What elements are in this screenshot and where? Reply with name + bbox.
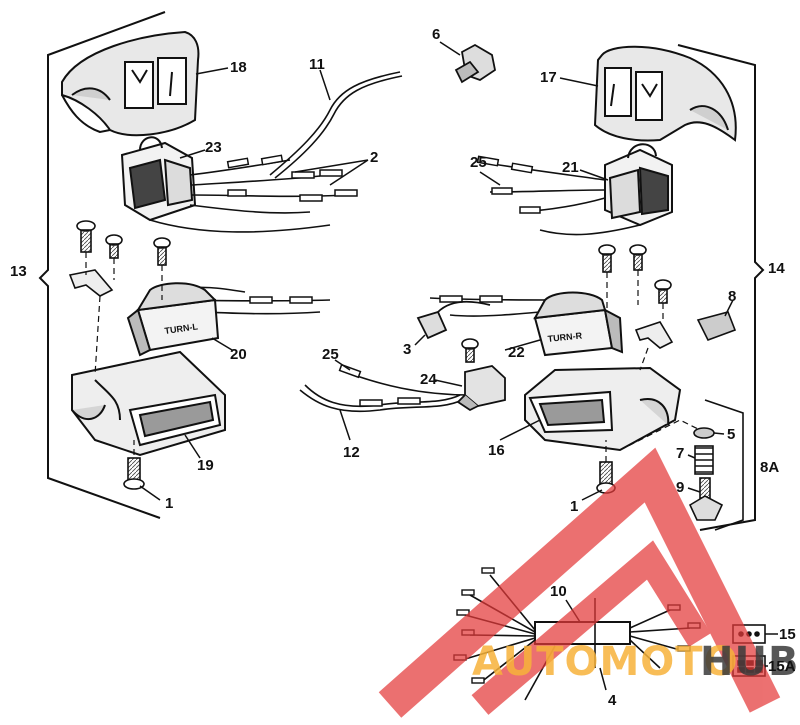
turn-left-marking: TURN-L: [164, 321, 199, 336]
callout-2: 2: [370, 149, 379, 166]
screws: [76, 220, 672, 494]
switch-assembly-right: [604, 143, 673, 227]
callout-11: 11: [309, 56, 325, 73]
callout-15: 15: [779, 626, 796, 643]
callout-12: 12: [343, 444, 360, 461]
connector-part-6: [454, 43, 497, 84]
callout-1-left: 1: [165, 495, 174, 512]
screw-d: [598, 244, 616, 273]
callout-8a: 8A: [760, 459, 780, 476]
turn-right-marking: TURN-R: [547, 330, 583, 344]
callout-8: 8: [728, 288, 737, 305]
callout-14: 14: [768, 260, 785, 277]
callout-4: 4: [608, 692, 617, 709]
clips: [68, 269, 737, 349]
screw-bottom-left: [123, 457, 145, 490]
callout-25-lower: 25: [322, 346, 339, 363]
callout-7: 7: [676, 445, 685, 462]
callout-18: 18: [230, 59, 247, 76]
bracket-13: [38, 11, 166, 519]
callout-15a: 15A: [768, 658, 796, 675]
part-7-spring: [694, 445, 714, 475]
callout-20: 20: [230, 346, 247, 363]
callout-10: 10: [550, 583, 567, 600]
screw-f: [654, 279, 672, 304]
part-9-plunger: [688, 477, 724, 521]
watermark-triangle: [378, 447, 781, 718]
lower-housing-left: [71, 350, 226, 457]
turn-switch-right: [533, 291, 624, 357]
watermark-text-red: AUTOMOTO: [472, 639, 739, 685]
switch-cover-left: [61, 30, 200, 137]
screw-g: [461, 338, 479, 363]
wire-leads: [149, 71, 641, 413]
callout-19: 19: [197, 457, 214, 474]
callout-25-upper: 25: [470, 154, 487, 171]
screw-a: [76, 220, 96, 253]
callout-22: 22: [508, 344, 525, 361]
alignment-lines: [85, 252, 701, 462]
relay-24: [456, 365, 506, 412]
lower-housing-right: [524, 366, 682, 452]
callout-3: 3: [403, 341, 412, 358]
screw-b: [105, 234, 123, 259]
callout-21: 21: [562, 159, 579, 176]
callout-1-right: 1: [570, 498, 579, 515]
callout-13: 13: [10, 263, 27, 280]
callout-16: 16: [488, 442, 505, 459]
callout-17: 17: [540, 69, 557, 86]
part-5-washer: [693, 427, 715, 439]
switch-cover-right: [593, 45, 737, 142]
bracket-8a: [704, 399, 744, 531]
callout-9: 9: [676, 479, 685, 496]
bracket-14: [677, 44, 765, 531]
switch-assembly-left: [120, 136, 197, 222]
screw-c: [153, 237, 171, 266]
callout-24: 24: [420, 371, 437, 388]
callout-23: 23: [205, 139, 222, 156]
callout-5: 5: [727, 426, 736, 443]
screw-e: [629, 244, 647, 271]
callout-6: 6: [432, 26, 441, 43]
turn-switch-left: [126, 282, 220, 357]
connector-3: [416, 300, 491, 340]
wire-terminals: [226, 154, 541, 407]
watermark-text-dark: HUB: [700, 639, 800, 685]
